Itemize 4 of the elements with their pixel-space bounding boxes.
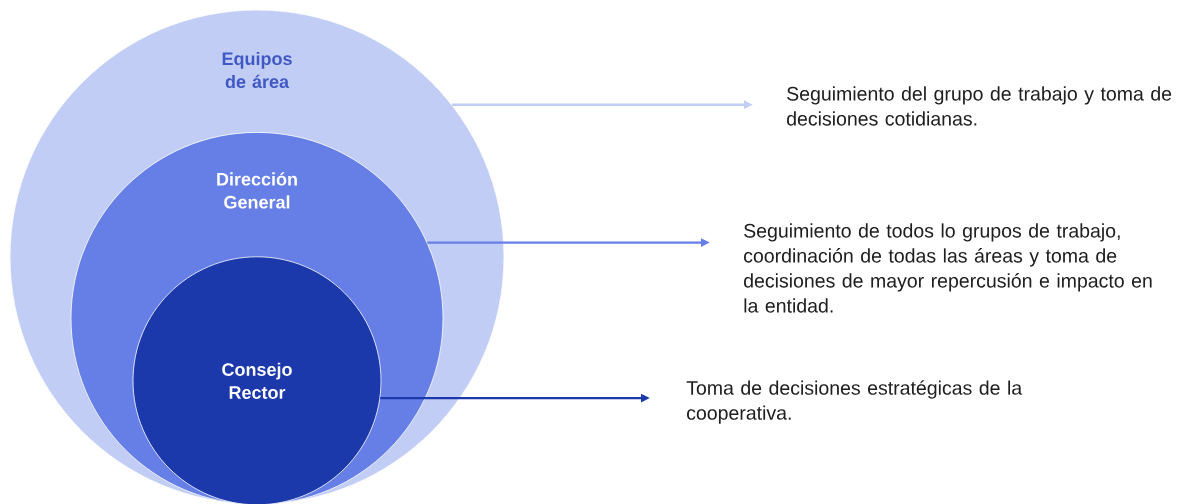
description-text: Seguimiento del grupo de trabajo y toma de decisiones cotidianas. <box>787 86 1172 126</box>
circle-area: Consejo Rector <box>132 256 382 504</box>
description-text: Toma de decisiones estratégicas de la cooperativa. <box>686 380 1023 424</box>
description-text: Seguimiento de todos lo grupos de trabajo, coordinación de todas las áreas y toma de decisiones de mayor repercusión e impacto en la entidad. <box>744 223 1152 313</box>
